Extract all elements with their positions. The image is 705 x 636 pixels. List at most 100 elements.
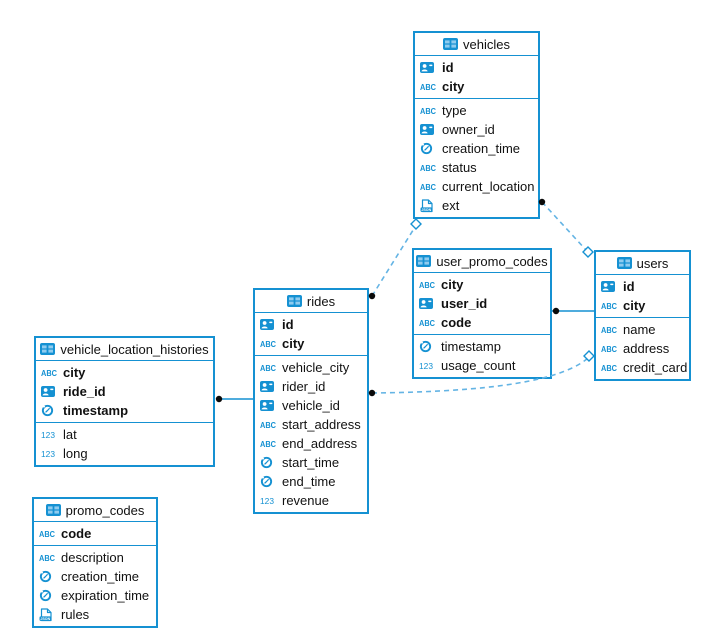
svg-text:ABC: ABC	[39, 554, 55, 563]
table-header-users[interactable]: users	[596, 252, 689, 275]
table-header-promo_codes[interactable]: promo_codes	[34, 499, 156, 522]
column-label: rider_id	[282, 379, 326, 394]
column-city: ABC city	[36, 363, 213, 382]
123-icon: 123	[260, 496, 278, 506]
abc-icon: ABC	[420, 182, 438, 192]
svg-text:ABC: ABC	[260, 340, 276, 349]
column-label: creation_time	[61, 569, 140, 584]
id-badge-icon	[260, 319, 278, 330]
clock-icon	[41, 404, 59, 417]
column-label: id	[282, 317, 294, 332]
table-title: vehicle_location_histories	[60, 341, 209, 357]
abc-icon: ABC	[601, 301, 619, 311]
column-timestamp: timestamp	[414, 337, 550, 356]
abc-icon: ABC	[39, 553, 57, 563]
column-label: city	[63, 365, 86, 380]
column-label: start_address	[282, 417, 361, 432]
abc-icon: ABC	[601, 325, 619, 335]
column-expiration_time: expiration_time	[34, 586, 156, 605]
column-label: usage_count	[441, 358, 516, 373]
json-icon: JSON	[39, 607, 57, 622]
abc-icon: ABC	[419, 280, 437, 290]
column-address: ABC address	[596, 339, 689, 358]
svg-text:123: 123	[41, 430, 55, 440]
column-label: code	[441, 315, 472, 330]
abc-icon: ABC	[420, 106, 438, 116]
column-rules: JSON rules	[34, 605, 156, 624]
column-label: revenue	[282, 493, 329, 508]
column-creation_time: creation_time	[34, 567, 156, 586]
column-label: type	[442, 103, 467, 118]
column-label: ext	[442, 198, 460, 213]
svg-text:ABC: ABC	[420, 107, 436, 116]
abc-icon: ABC	[41, 368, 59, 378]
column-rider_id: rider_id	[255, 377, 367, 396]
column-city: ABC city	[596, 296, 689, 315]
id-badge-icon	[601, 281, 619, 292]
svg-text:ABC: ABC	[601, 326, 617, 335]
svg-text:ABC: ABC	[419, 281, 435, 290]
column-label: ride_id	[63, 384, 106, 399]
column-label: id	[442, 60, 454, 75]
column-creation_time: creation_time	[415, 139, 538, 158]
svg-text:123: 123	[419, 361, 433, 371]
svg-text:ABC: ABC	[260, 364, 276, 373]
svg-text:ABC: ABC	[420, 164, 436, 173]
column-label: city	[441, 277, 464, 292]
column-label: timestamp	[63, 403, 129, 418]
abc-icon: ABC	[39, 529, 57, 539]
column-start_time: start_time	[255, 453, 367, 472]
column-label: expiration_time	[61, 588, 150, 603]
clock-icon	[260, 456, 278, 469]
column-label: city	[623, 298, 646, 313]
svg-text:JSON: JSON	[40, 617, 50, 621]
123-icon: 123	[41, 449, 59, 459]
column-label: long	[63, 446, 88, 461]
abc-icon: ABC	[260, 420, 278, 430]
column-timestamp: timestamp	[36, 401, 213, 420]
column-vehicle_id: vehicle_id	[255, 396, 367, 415]
abc-icon: ABC	[260, 339, 278, 349]
abc-icon: ABC	[419, 318, 437, 328]
primary-key-section: ABC city user_id ABC code	[414, 273, 550, 334]
abc-icon: ABC	[601, 344, 619, 354]
table-header-rides[interactable]: rides	[255, 290, 367, 313]
column-label: rules	[61, 607, 90, 622]
table-header-user_promo_codes[interactable]: user_promo_codes	[414, 250, 550, 273]
svg-text:ABC: ABC	[420, 83, 436, 92]
column-usage_count: 123 usage_count	[414, 356, 550, 375]
table-user_promo_codes[interactable]: user_promo_codes ABC city user_id ABC code…	[412, 248, 552, 379]
column-user_id: user_id	[414, 294, 550, 313]
column-label: end_time	[282, 474, 336, 489]
table-icon	[616, 257, 632, 269]
table-header-vehicle_location_histories[interactable]: vehicle_location_histories	[36, 338, 213, 361]
clock-icon	[39, 589, 57, 602]
column-label: current_location	[442, 179, 535, 194]
table-header-vehicles[interactable]: vehicles	[415, 33, 538, 56]
column-type: ABC type	[415, 101, 538, 120]
column-label: timestamp	[441, 339, 501, 354]
column-code: ABC code	[414, 313, 550, 332]
abc-icon: ABC	[420, 163, 438, 173]
column-label: address	[623, 341, 670, 356]
clock-icon	[260, 475, 278, 488]
123-icon: 123	[41, 430, 59, 440]
column-label: vehicle_id	[282, 398, 340, 413]
table-vehicle_location_histories[interactable]: vehicle_location_histories ABC city ride_…	[34, 336, 215, 467]
